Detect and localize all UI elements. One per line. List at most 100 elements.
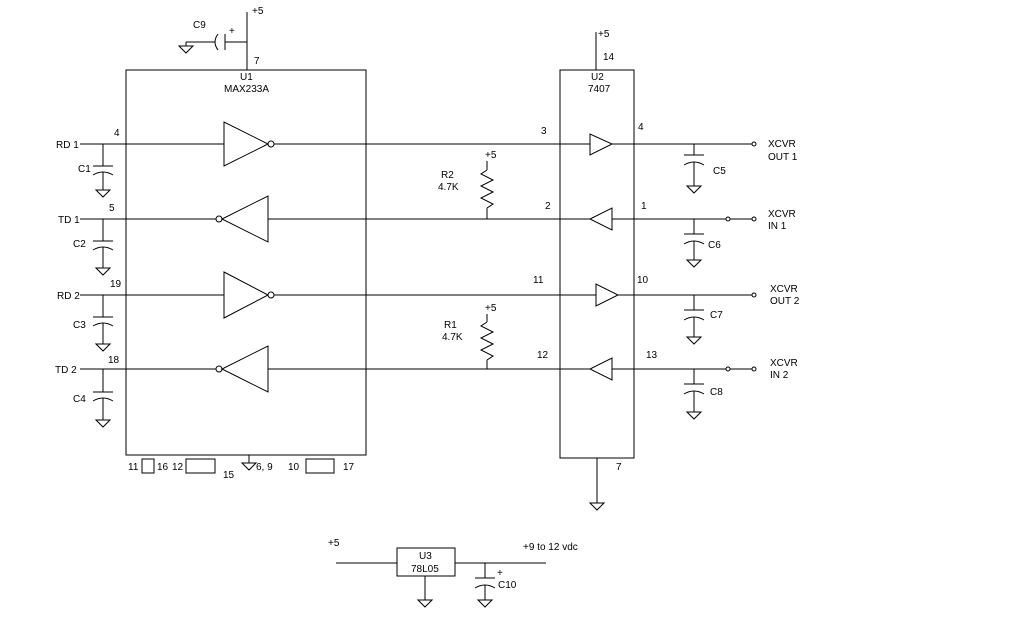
u1-cap-box-12-15 [185,458,216,474]
u1-pin19-label: 19 [110,279,122,290]
out2-label: OUT 2 [770,296,800,307]
u1-pin12-label: 12 [172,462,184,473]
u1-ground-icon [240,462,258,471]
u1-pin16-label: 16 [157,462,169,473]
u1-receiver-1 [223,121,270,167]
in2-terminal-end [751,366,757,372]
u1-body [125,69,367,456]
r2-label: R2 [441,170,454,181]
out2-terminal [751,292,757,298]
u1-vcc-label: +5 [252,6,264,17]
u1-cap-box-10-17 [305,458,335,474]
u2-pin14-label: 14 [603,52,615,63]
c5-label: C5 [713,166,726,177]
supply-in-label: +9 to 12 vdc [523,542,578,553]
c9-label: C9 [193,20,206,31]
c2-ground-icon [94,267,112,276]
u2-pin1-label: 1 [641,201,647,212]
c8-label: C8 [710,387,723,398]
out1-terminal [751,141,757,147]
c6-ground-icon [685,259,703,268]
in1-xcvr-label: XCVR [768,209,796,220]
u3-out-label: +5 [328,538,340,549]
c9-ground-icon [177,45,195,54]
u2-body [559,69,635,459]
in2-label: IN 2 [770,370,789,381]
u2-ground-icon [588,502,606,511]
r1-value: 4.7K [442,332,463,343]
c3-ground-icon [94,343,112,352]
u2-pin13-label: 13 [646,350,658,361]
u1-pin5-label: 5 [109,203,115,214]
in2-xcvr-label: XCVR [770,358,798,369]
u1-pin4-label: 4 [114,128,120,139]
r2-resistor [479,169,495,209]
out2-xcvr-label: XCVR [770,284,798,295]
u2-pin11-label: 11 [533,275,544,286]
c10-ground-icon [476,599,494,608]
c6-label: C6 [708,240,721,251]
in2-terminal [725,366,731,372]
r2-value: 4.7K [438,182,459,193]
c4-label: C4 [73,394,86,405]
u2-pin12-label: 12 [537,350,549,361]
r2-vcc-label: +5 [485,150,497,161]
out1-label: OUT 1 [768,152,798,163]
u1-pin17-label: 17 [343,462,355,473]
c1-ground-icon [94,189,112,198]
c7-ground-icon [685,336,703,345]
u2-buffer-1 [589,133,614,156]
c9-plus: + [229,26,235,37]
u2-pin3-label: 3 [541,126,547,137]
u1-pin18-label: 18 [108,355,120,366]
c1-label: C1 [78,164,91,175]
u1-pin6-9-label: 6, 9 [256,462,273,473]
c9-plate-curved [214,33,219,51]
u1-driver-1 [220,195,269,243]
u3-ref: U3 [419,551,432,562]
c10-label: C10 [498,580,517,591]
u1-driver-2 [220,345,269,393]
c2-label: C2 [73,239,86,250]
u2-buffer-4 [588,357,613,381]
u2-pin10-label: 10 [637,275,649,286]
u1-ref: U1 [240,72,253,83]
u2-vcc-label: +5 [598,29,610,40]
u2-pin2-label: 2 [545,201,551,212]
u1-pin10-label: 10 [288,462,300,473]
u1-receiver-2-bubble [267,291,275,299]
c4-ground-icon [94,419,112,428]
r1-resistor [479,321,495,361]
u2-pin7-label: 7 [616,462,622,473]
u3-ground-icon [416,599,434,608]
td1-label: TD 1 [58,215,80,226]
u3-body [396,547,456,577]
out1-xcvr-label: XCVR [768,139,796,150]
c5-ground-icon [685,185,703,194]
u2-ref: U2 [591,72,604,83]
u1-receiver-1-bubble [267,140,275,148]
r1-vcc-label: +5 [485,303,497,314]
c3-label: C3 [73,320,86,331]
c10-plus: + [497,568,503,579]
td2-label: TD 2 [55,365,77,376]
u2-buffer-3 [595,283,620,307]
u2-buffer-2 [588,207,613,231]
rd1-label: RD 1 [56,140,79,151]
c7-label: C7 [710,310,723,321]
in1-terminal [725,216,731,222]
u3-part: 78L05 [411,564,439,575]
c8-ground-icon [685,411,703,420]
r1-label: R1 [444,320,457,331]
rd2-label: RD 2 [57,291,80,302]
in1-label: IN 1 [768,221,787,232]
u1-receiver-2 [223,271,270,319]
u2-pin4-label: 4 [638,122,644,133]
u2-part: 7407 [588,84,611,95]
u1-pin11-label: 11 [128,462,139,473]
u1-pin15-label: 15 [223,470,235,481]
u1-cap-box-11-16 [141,458,155,474]
in1-terminal-end [751,216,757,222]
u1-pin7-label: 7 [254,56,260,67]
